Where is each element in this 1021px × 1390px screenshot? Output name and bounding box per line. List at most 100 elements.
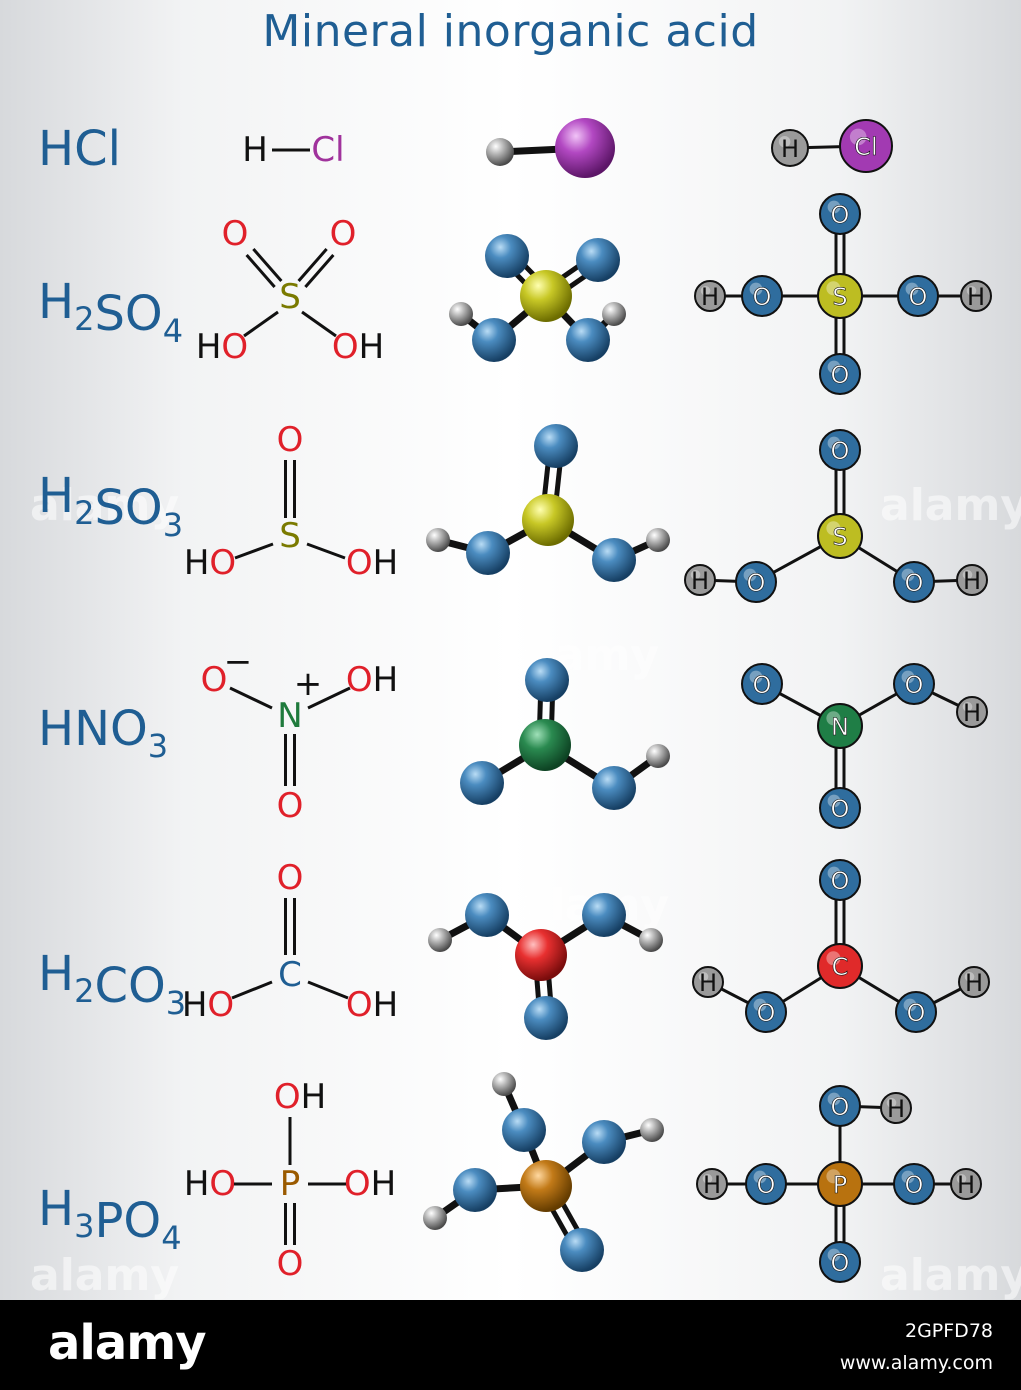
formula-element: O xyxy=(110,701,148,757)
formula-element: H xyxy=(38,121,74,177)
ball-highlight xyxy=(827,436,841,450)
oxygen-label: O xyxy=(207,985,234,1025)
label-ball-o xyxy=(819,353,861,395)
watermark-text: alamy xyxy=(30,480,179,531)
formula-element: O xyxy=(128,958,166,1014)
label-ball-o-label: O xyxy=(831,795,850,823)
ball-highlight xyxy=(827,1248,841,1262)
skel-hno3-bond xyxy=(307,686,351,710)
ball-highlight xyxy=(827,866,841,880)
skel-h2co3-bond xyxy=(231,980,273,1000)
ball-o xyxy=(592,538,636,582)
label-ball-center-p xyxy=(817,1161,863,1207)
label-ball-center-s-label: S xyxy=(832,523,847,551)
skel-h2so3-oh: OH xyxy=(346,543,398,583)
ball-highlight xyxy=(700,285,711,296)
label-ball-chlorine xyxy=(839,119,893,173)
ball-hydrogen xyxy=(640,1118,664,1142)
ball-chlorine xyxy=(555,118,615,178)
ball-highlight xyxy=(827,1092,841,1106)
ball-o xyxy=(534,424,578,468)
ball-highlight xyxy=(827,794,841,808)
label-ball-o xyxy=(741,275,783,317)
ball-highlight xyxy=(827,360,841,374)
ball-hydrogen xyxy=(646,528,670,552)
label-ball-hydrogen-label: H xyxy=(781,135,799,163)
formula-subscript: 2 xyxy=(74,972,94,1010)
acid-structures-diagram: alamyalamyalamyalamyalamyalamy HClH2SO4H… xyxy=(30,118,1021,1300)
ball-o xyxy=(453,1168,497,1212)
ball-highlight xyxy=(826,711,841,726)
hydrogen-label: H xyxy=(184,543,210,583)
label-ball-o-label: O xyxy=(905,1171,924,1199)
label-ball-o xyxy=(745,1163,787,1205)
skel-h2so4-s: S xyxy=(279,277,301,317)
hydrogen-label: H xyxy=(359,327,385,367)
watermark-layer: alamyalamyalamyalamyalamyalamy xyxy=(30,480,1021,1300)
skel-hno3-plus: + xyxy=(294,664,323,704)
label-ball-o-label: O xyxy=(747,569,766,597)
ball-o xyxy=(566,318,610,362)
formula-element: O xyxy=(125,286,163,342)
formula-subscript: 3 xyxy=(163,506,183,544)
brand-logo: alamy xyxy=(48,1315,207,1371)
label-ball-hydrogen-label: H xyxy=(967,283,985,311)
hydrogen-label: H xyxy=(373,543,399,583)
label-ball-o xyxy=(895,991,937,1033)
label-ball-hydrogen-label: H xyxy=(703,1171,721,1199)
ball-highlight xyxy=(966,285,977,296)
label-ball-hydrogen xyxy=(956,564,988,596)
ball-o xyxy=(472,318,516,362)
skel-h2co3-oh: OH xyxy=(346,985,398,1025)
label-ball-o-label: O xyxy=(907,999,926,1027)
formula-h2so4: H2SO4 xyxy=(38,274,183,350)
label-ball-hydrogen xyxy=(684,564,716,596)
label-ball-o-label: O xyxy=(831,361,850,389)
label-ball-center-n xyxy=(817,703,863,749)
label-ball-o-label: O xyxy=(909,283,928,311)
ball-o xyxy=(525,658,569,702)
oxygen-label: O xyxy=(346,660,373,700)
ball-o xyxy=(502,1108,546,1152)
skel-h2so3-ho: HO xyxy=(184,543,236,583)
label-ball-o xyxy=(819,1241,861,1283)
site-url[interactable]: www.alamy.com xyxy=(839,1352,993,1374)
skel-h3po4-oh-top: OH xyxy=(274,1077,326,1117)
skel-h2so4-dbond xyxy=(297,248,328,283)
skel-hcl-cl: Cl xyxy=(311,130,344,170)
label-ball-o-label: O xyxy=(831,437,850,465)
ball-highlight xyxy=(901,670,915,684)
formula-subscript: 2 xyxy=(74,494,94,532)
skel-h2so3-s: S xyxy=(279,516,301,556)
label-ball-o xyxy=(745,991,787,1033)
skel-h2so4-o1: O xyxy=(222,214,249,254)
ball-highlight xyxy=(826,951,841,966)
label-ball-o xyxy=(893,561,935,603)
ball-highlight xyxy=(749,670,763,684)
label-ball-o-label: O xyxy=(757,999,776,1027)
ball-highlight xyxy=(753,998,767,1012)
watermark-text: alamy xyxy=(30,1250,179,1300)
ball-hydrogen xyxy=(428,928,452,952)
skel-h3po4-oh: OH xyxy=(344,1164,396,1204)
formula-subscript: 3 xyxy=(74,1207,94,1245)
formula-element: H xyxy=(38,274,74,330)
ball-highlight xyxy=(901,568,915,582)
ball-o xyxy=(582,1120,626,1164)
formula-hcl: HCl xyxy=(38,121,121,177)
skel-hno3-o2: O xyxy=(277,786,304,826)
formula-element: C xyxy=(94,958,128,1014)
label-ball-hydrogen xyxy=(950,1168,982,1200)
label-ball-o-label: O xyxy=(831,867,850,895)
ball-o xyxy=(460,761,504,805)
label-ball-hydrogen-label: H xyxy=(965,969,983,997)
label-ball-o-label: O xyxy=(753,671,772,699)
label-ball-o xyxy=(897,275,939,317)
label-ball-chlorine-label: Cl xyxy=(854,133,877,161)
skel-h3po4-o: O xyxy=(277,1244,304,1284)
label-ball-o-label: O xyxy=(905,569,924,597)
footer-bar xyxy=(0,1300,1021,1390)
ball-center-s xyxy=(520,270,572,322)
skel-h2so4-dbond xyxy=(252,248,283,283)
